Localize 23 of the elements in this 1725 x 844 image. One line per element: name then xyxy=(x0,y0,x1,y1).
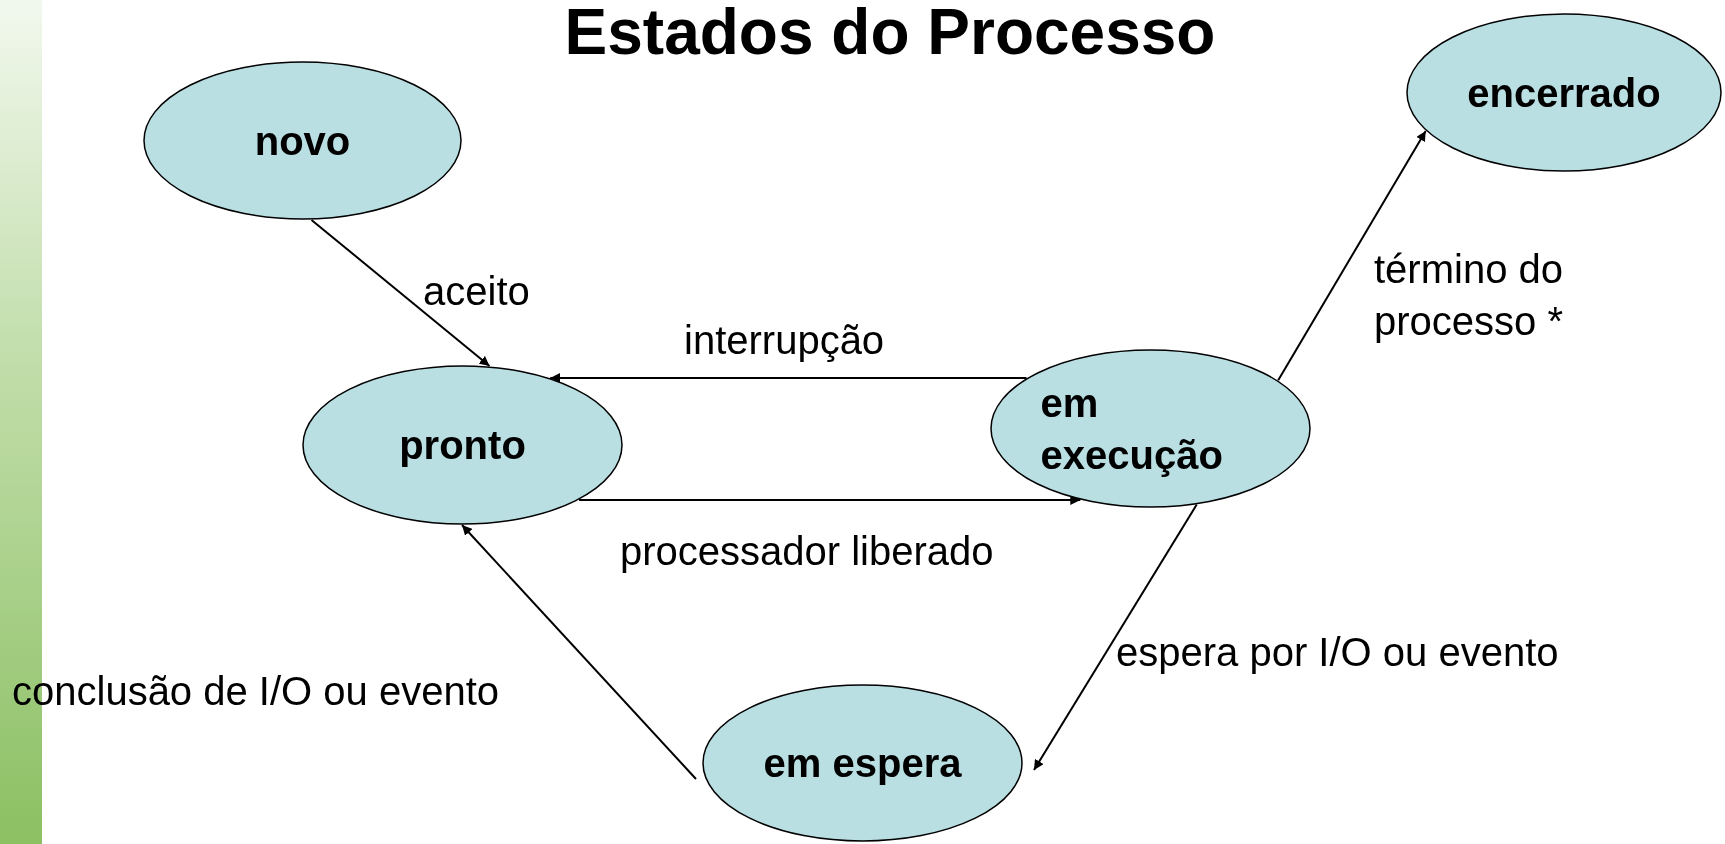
state-name: em espera xyxy=(762,740,963,787)
state-name: encerrado xyxy=(1466,69,1662,117)
edge-label: interrupção xyxy=(684,317,885,364)
state-ellipse xyxy=(990,349,1311,508)
state-ellipse xyxy=(702,684,1023,842)
state-name: novo xyxy=(253,117,352,165)
state-ellipse xyxy=(1406,13,1722,172)
state-name: em execução xyxy=(1040,379,1224,479)
state-ellipse xyxy=(143,61,462,220)
arrow xyxy=(461,524,697,780)
edge-label: conclusão de I/O ou evento xyxy=(12,668,499,715)
edge-label: espera por I/O ou evento xyxy=(1116,629,1559,676)
state-name: pronto xyxy=(398,422,527,469)
arrow xyxy=(310,218,491,368)
state-ellipse xyxy=(302,365,623,525)
arrow xyxy=(1277,129,1427,382)
edge-label: término do processo * xyxy=(1374,246,1564,345)
edge-label: aceito xyxy=(423,268,530,315)
edge-label: processador liberado xyxy=(620,528,994,575)
diagram-title: Estados do Processo xyxy=(563,0,1217,64)
arrow xyxy=(549,373,1028,383)
arrow xyxy=(1033,503,1198,771)
arrow xyxy=(578,495,1082,505)
